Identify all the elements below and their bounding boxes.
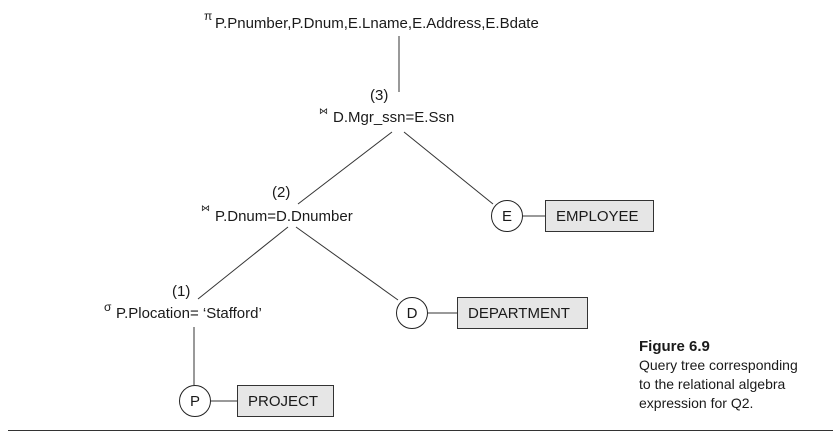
relation-box-department: DEPARTMENT <box>457 297 588 329</box>
step-number-2: (2) <box>272 184 291 201</box>
figure-title: Figure 6.9 <box>639 338 710 355</box>
edge-join3-join2 <box>297 131 393 205</box>
join-2-condition: P.Dnum=D.Dnumber <box>215 208 353 225</box>
edge-join2-department <box>295 226 399 301</box>
sigma-symbol: σ <box>104 300 112 314</box>
relation-box-employee: EMPLOYEE <box>545 200 654 232</box>
leaf-department-alias: D <box>396 297 428 329</box>
caption-line: Query tree corresponding <box>639 357 798 373</box>
edge-join2-selection <box>197 226 289 300</box>
join-3-condition: D.Mgr_ssn=E.Ssn <box>333 109 455 126</box>
pi-symbol: π <box>204 9 213 23</box>
caption-line: expression for Q2. <box>639 395 754 411</box>
selection-condition: P.Plocation= ‘Stafford’ <box>116 305 262 322</box>
join-symbol-icon: ⋈ <box>319 106 328 116</box>
figure-caption: Figure 6.9 Query tree corresponding to t… <box>639 337 834 413</box>
join-symbol-icon: ⋈ <box>201 203 210 213</box>
step-number-3: (3) <box>370 87 389 104</box>
leaf-project-alias: P <box>179 385 211 417</box>
bottom-rule <box>8 430 833 431</box>
step-number-1: (1) <box>172 283 191 300</box>
edge-join3-employee <box>403 131 494 205</box>
relation-box-project: PROJECT <box>237 385 334 417</box>
caption-line: to the relational algebra <box>639 376 786 392</box>
projection-attributes: P.Pnumber,P.Dnum,E.Lname,E.Address,E.Bda… <box>215 15 539 32</box>
leaf-employee-alias: E <box>491 200 523 232</box>
